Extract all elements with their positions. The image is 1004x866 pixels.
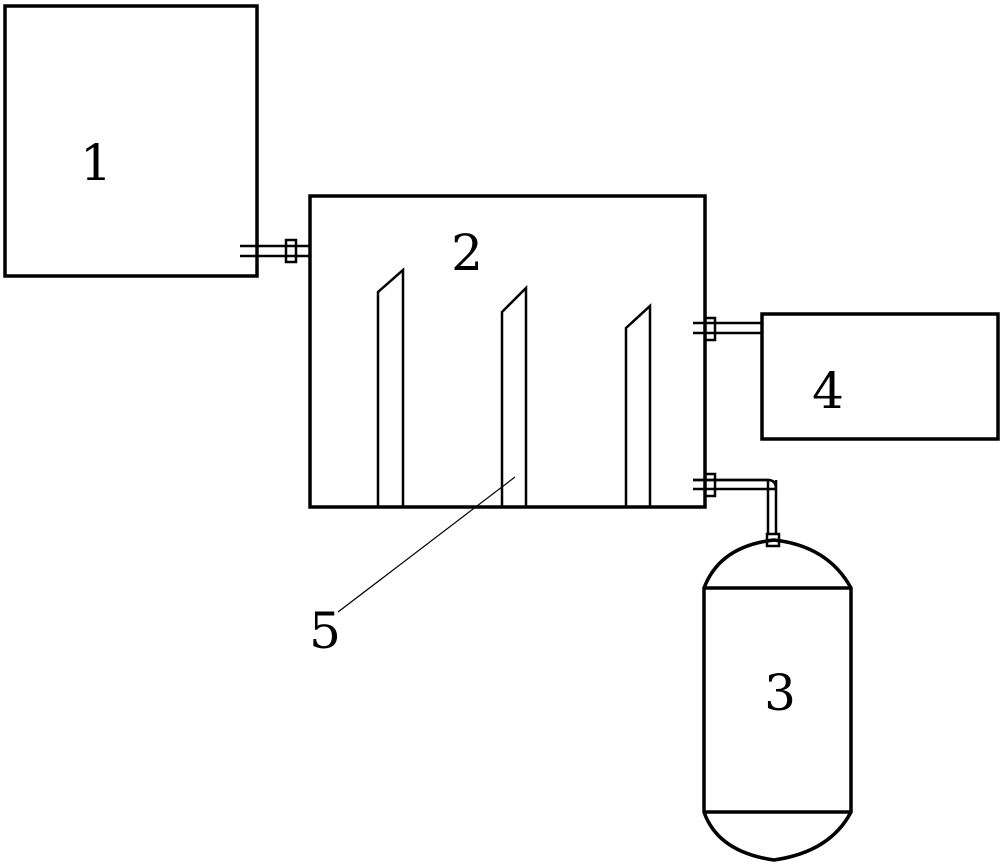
- component-5-leader-line: [337, 476, 516, 613]
- component-3-label: 3: [764, 664, 796, 722]
- component-4-box: [760, 312, 1000, 441]
- component-1-label: 1: [80, 134, 112, 192]
- baffle-plate-2: [500, 284, 528, 507]
- pipe-2-to-4-coupling: [703, 316, 717, 342]
- component-1-box: [3, 4, 259, 278]
- pipe-2-to-3: [693, 472, 781, 548]
- component-4-label: 4: [812, 362, 844, 420]
- component-5-callout: 5: [309, 476, 516, 660]
- pipe-2-to-3-coupling: [703, 472, 717, 498]
- pipe-2-to-4: [693, 316, 762, 342]
- component-4: 4: [760, 312, 1000, 441]
- component-2-label: 2: [451, 224, 483, 282]
- component-1: 1: [3, 4, 259, 278]
- component-3: 3: [702, 538, 853, 862]
- pipe-1-to-2: [240, 238, 310, 264]
- baffle-plate-3: [624, 303, 652, 507]
- baffle-plate-1: [376, 267, 405, 507]
- component-2-box: [308, 194, 707, 509]
- pipe-1-to-2-coupling: [284, 238, 298, 264]
- component-2: 2: [308, 194, 707, 509]
- component-5-label: 5: [309, 602, 341, 660]
